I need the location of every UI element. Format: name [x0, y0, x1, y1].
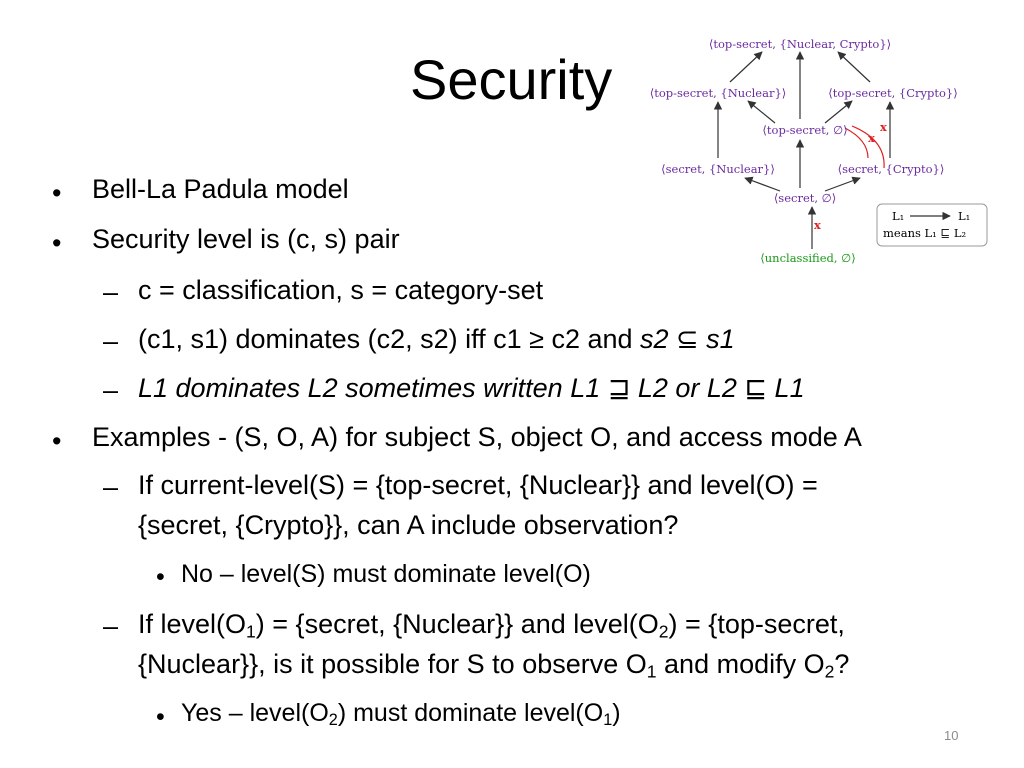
security-lattice-diagram: x x x ⟨top-secret, {Nuclear, Crypto}⟩ ⟨t…: [650, 37, 988, 265]
lattice-red-marks: [844, 125, 885, 169]
node-s-crypto: ⟨secret, {Crypto}⟩: [838, 162, 945, 176]
bullet-dot: •: [52, 178, 62, 208]
example2-line2-c: ?: [834, 649, 850, 679]
example2-answer-sub1: 1: [603, 711, 613, 730]
example2-sub1: 1: [246, 621, 256, 642]
example2-answer-a: Yes – level(O: [181, 699, 329, 727]
dash-marker: –: [103, 375, 119, 405]
legend-means: means L₁ ⊑ L₂: [883, 226, 966, 240]
slide-title: Security: [410, 48, 613, 111]
bullet-dominates-def: (c1, s1) dominates (c2, s2) iff c1 ≥ c2 …: [138, 326, 735, 353]
example2-text-c: ) = {top-secret,: [668, 609, 845, 639]
node-s-empty: ⟨secret, ∅⟩: [774, 191, 836, 205]
lattice-legend: L₁ L₁ means L₁ ⊑ L₂: [876, 203, 988, 247]
page-number: 10: [944, 728, 959, 743]
arrow-tsempty-to-tsn: [747, 100, 776, 124]
example2-line1: If level(O1) = {secret, {Nuclear}} and l…: [138, 609, 845, 642]
bullet-dot: •: [52, 228, 62, 258]
node-ts-nuclear: ⟨top-secret, {Nuclear}⟩: [650, 86, 787, 100]
example1-line2: {secret, {Crypto}}, can A include observ…: [138, 510, 679, 540]
bullet-classification: c = classification, s = category-set: [138, 275, 544, 305]
arrow-tsn-to-top: [729, 51, 763, 83]
example2-line2-sub1: 1: [646, 661, 657, 682]
dominates-def-italic: s2 ⊆ s1: [640, 324, 735, 354]
example1-line1: If current-level(S) = {top-secret, {Nucl…: [138, 470, 818, 500]
dash-marker: –: [103, 277, 119, 307]
example2-text-a: If level(O: [138, 609, 247, 639]
dash-marker: –: [103, 326, 119, 356]
node-s-nuclear: ⟨secret, {Nuclear}⟩: [661, 162, 775, 176]
red-curve-1: [844, 127, 869, 159]
lattice-arrows: [713, 51, 895, 249]
example2-answer-c: ): [612, 699, 621, 727]
bullet-dominates-notation: L1 dominates L2 sometimes written L1 ⊒ L…: [138, 373, 805, 403]
node-unclassified: ⟨unclassified, ∅⟩: [760, 251, 855, 265]
arrow-sempty-to-sn: [744, 176, 781, 192]
arrow-sempty-to-sc: [824, 176, 861, 192]
dash-marker: –: [103, 472, 119, 502]
dash-marker: –: [103, 611, 119, 641]
arrow-tsc-to-top: [837, 51, 871, 83]
node-ts-empty: ⟨top-secret, ∅⟩: [762, 123, 847, 137]
example2-answer-b: ) must dominate level(O: [337, 699, 604, 727]
example2-sub2: 2: [658, 621, 669, 642]
x-mark-1: x: [868, 131, 875, 145]
bullet-security-level: Security level is (c, s) pair: [92, 224, 400, 254]
example2-answer-sub2: 2: [328, 711, 338, 730]
example2-line2-sub2: 2: [824, 661, 835, 682]
example2-text-b: ) = {secret, {Nuclear}} and level(O: [255, 609, 659, 639]
x-mark-3: x: [814, 218, 821, 232]
example2-answer: Yes – level(O2) must dominate level(O1): [181, 699, 621, 730]
node-ts-crypto: ⟨top-secret, {Crypto}⟩: [828, 86, 957, 100]
example2-line2-a: {Nuclear}}, is it possible for S to obse…: [138, 649, 647, 679]
bullet-bell-la-padula: Bell-La Padula model: [92, 174, 349, 204]
arrow-tsempty-to-tsc: [824, 100, 853, 124]
node-top: ⟨top-secret, {Nuclear, Crypto}⟩: [709, 37, 891, 51]
bullet-examples: Examples - (S, O, A) for subject S, obje…: [92, 422, 862, 452]
example2-line2: {Nuclear}}, is it possible for S to obse…: [138, 649, 850, 682]
example2-line2-b: and modify O: [656, 649, 825, 679]
red-curve-2: [851, 125, 885, 169]
example1-answer: No – level(S) must dominate level(O): [181, 560, 591, 588]
bullet-dot: •: [156, 703, 165, 731]
x-mark-2: x: [880, 120, 887, 134]
dominates-def-text: (c1, s1) dominates (c2, s2) iff c1 ≥ c2 …: [138, 324, 641, 354]
legend-l1-left: L₁: [892, 209, 904, 223]
bullet-dot: •: [156, 563, 165, 591]
bullet-dot: •: [52, 426, 62, 456]
legend-l1-right: L₁: [958, 209, 970, 223]
